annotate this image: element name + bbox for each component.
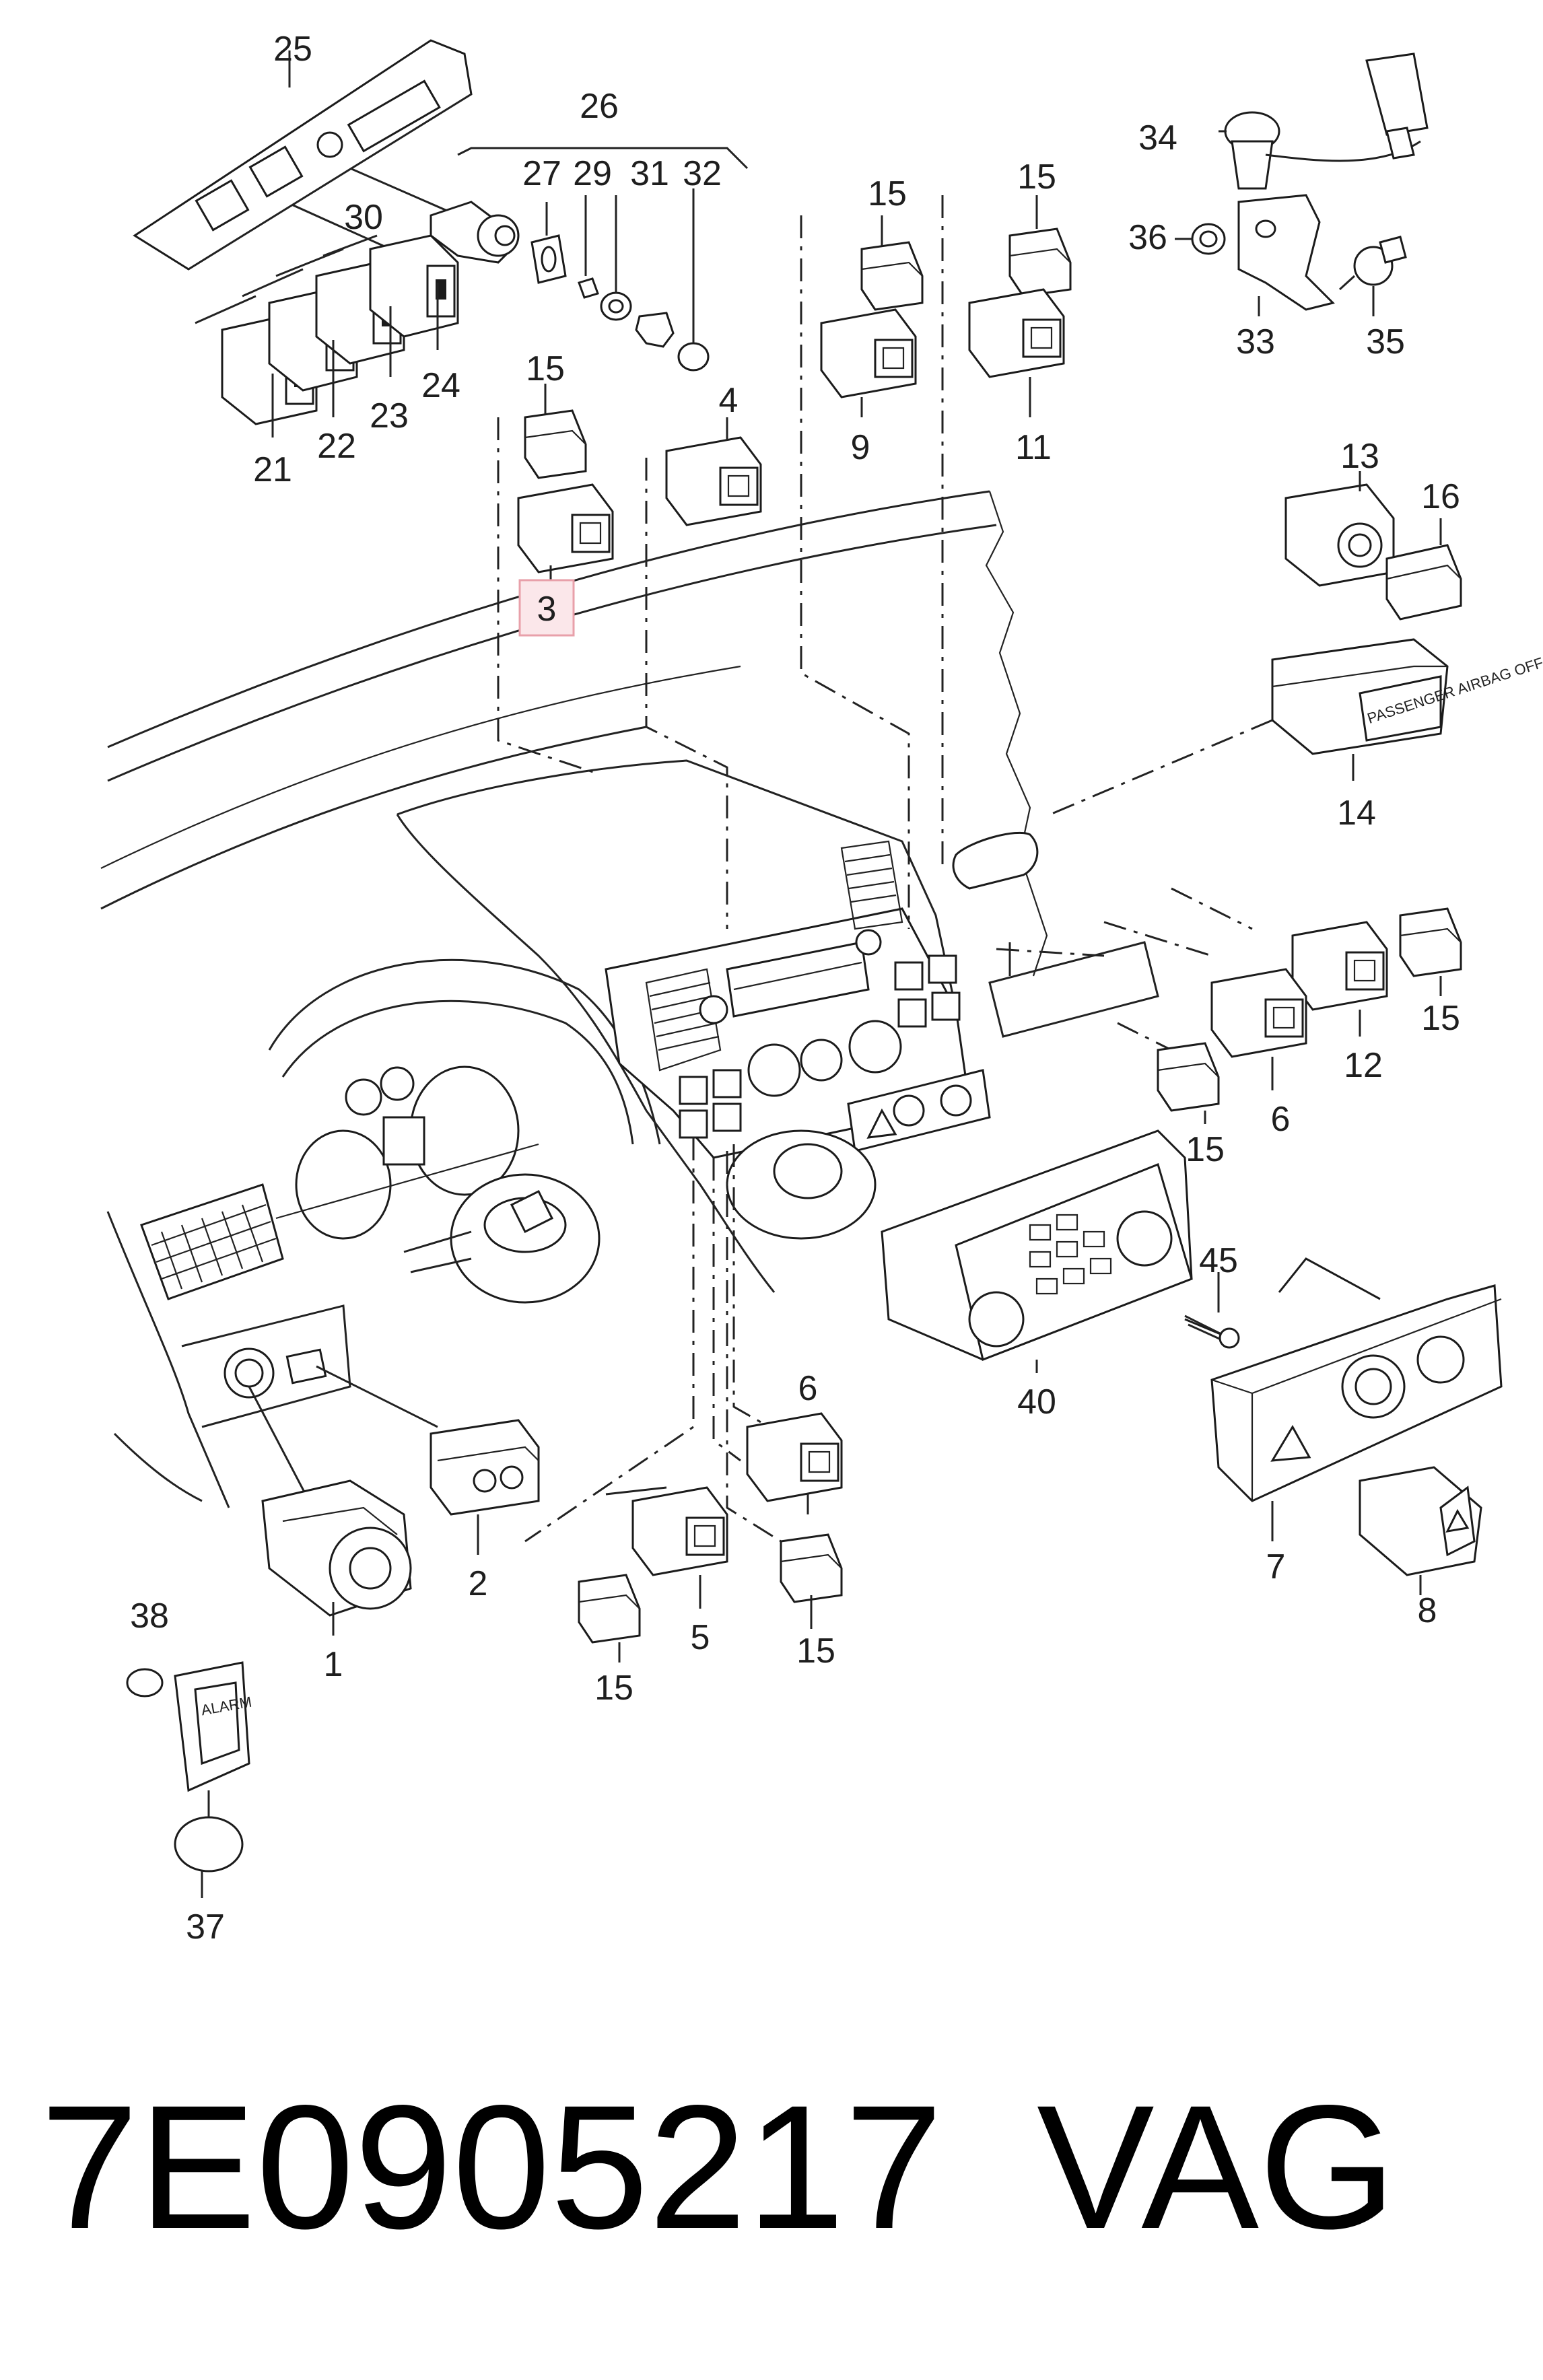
part-36-grommet bbox=[1191, 223, 1226, 255]
part-35-clip bbox=[1338, 236, 1407, 291]
part-6-switch-upper bbox=[1210, 968, 1307, 1058]
callout-23: 23 bbox=[370, 396, 409, 435]
part-15-blank-cover-e bbox=[1157, 1042, 1220, 1112]
callout-33: 33 bbox=[1236, 322, 1275, 361]
callout-9: 9 bbox=[851, 428, 870, 467]
part-31-ring bbox=[600, 291, 632, 321]
callout-13: 13 bbox=[1340, 437, 1379, 476]
part-4-switch bbox=[665, 436, 762, 526]
callout-27: 27 bbox=[522, 154, 561, 193]
callout-15-d: 15 bbox=[1421, 999, 1460, 1038]
callout-2: 2 bbox=[469, 1564, 488, 1603]
part-9-switch bbox=[820, 308, 917, 398]
callout-leaders bbox=[201, 50, 1442, 1898]
part-32-cap bbox=[635, 312, 710, 372]
part-45-screw bbox=[1184, 1315, 1240, 1349]
callout-6-a: 6 bbox=[1271, 1100, 1291, 1139]
part-14-airbag-indicator bbox=[1271, 638, 1449, 755]
callout-34: 34 bbox=[1138, 118, 1177, 158]
part-40-climate-control bbox=[881, 1129, 1193, 1362]
part-15-blank-cover-b bbox=[860, 241, 924, 311]
part-26-interior-light bbox=[430, 201, 520, 264]
callout-6-b: 6 bbox=[798, 1369, 818, 1408]
callout-11: 11 bbox=[1015, 428, 1052, 467]
callout-25: 25 bbox=[273, 30, 312, 69]
part-25-overhead-panel bbox=[133, 39, 473, 271]
callout-5: 5 bbox=[691, 1618, 710, 1657]
part-13-socket bbox=[1284, 483, 1395, 587]
callout-15-a: 15 bbox=[526, 349, 565, 388]
footer-part-info: 7E0905217 VAG bbox=[40, 2060, 1508, 2275]
part-number: 7E0905217 bbox=[40, 2068, 943, 2266]
part-34-bulb-holder bbox=[1224, 53, 1429, 190]
callout-15-c: 15 bbox=[1017, 158, 1056, 197]
callout-15-e: 15 bbox=[1186, 1130, 1225, 1169]
callout-31: 31 bbox=[630, 154, 669, 193]
callout-1: 1 bbox=[324, 1645, 343, 1684]
part-3-switch bbox=[517, 483, 614, 573]
callout-38: 38 bbox=[130, 1597, 169, 1636]
callout-15-g: 15 bbox=[594, 1669, 633, 1708]
callout-8: 8 bbox=[1418, 1591, 1437, 1630]
callout-26: 26 bbox=[580, 87, 619, 126]
part-15-blank-cover-a bbox=[524, 409, 587, 479]
callout-30: 30 bbox=[344, 198, 383, 237]
part-24-switch bbox=[369, 234, 459, 338]
part-16-cover bbox=[1385, 544, 1462, 621]
part-15-blank-cover-c bbox=[1008, 228, 1072, 298]
callout-24: 24 bbox=[421, 366, 460, 405]
part-29-bulb bbox=[578, 277, 599, 299]
callout-21: 21 bbox=[253, 450, 292, 489]
part-7-light-switch-panel bbox=[1210, 1257, 1503, 1502]
callout-15-b: 15 bbox=[868, 174, 907, 213]
callout-40: 40 bbox=[1017, 1382, 1056, 1422]
callout-36: 36 bbox=[1128, 218, 1167, 257]
callout-16: 16 bbox=[1421, 477, 1460, 516]
callout-35: 35 bbox=[1366, 322, 1405, 361]
callout-12: 12 bbox=[1344, 1046, 1383, 1085]
part-37-key-fob bbox=[174, 1661, 250, 1873]
part-33-bracket bbox=[1237, 194, 1335, 311]
part-15-blank-cover-d bbox=[1399, 907, 1462, 977]
callout-32: 32 bbox=[683, 154, 722, 193]
callout-4: 4 bbox=[719, 381, 739, 420]
leader-lines bbox=[195, 147, 1273, 1543]
callout-37: 37 bbox=[186, 1908, 225, 1947]
callout-7: 7 bbox=[1266, 1547, 1286, 1586]
callout-3-highlight bbox=[518, 579, 575, 637]
brand-name: VAG bbox=[1037, 2068, 1396, 2266]
callout-14: 14 bbox=[1337, 794, 1376, 833]
callout-15-f: 15 bbox=[796, 1632, 835, 1671]
callout-22: 22 bbox=[317, 427, 356, 466]
part-8-hazard-switch bbox=[1359, 1466, 1482, 1576]
callout-45: 45 bbox=[1199, 1241, 1238, 1280]
callout-3: 3 bbox=[537, 590, 557, 629]
part-27-gasket bbox=[530, 234, 567, 284]
part-38-battery bbox=[126, 1668, 164, 1698]
part-2-switch-unit bbox=[430, 1419, 540, 1516]
part-6-switch-lower bbox=[746, 1412, 843, 1502]
callout-labels: 25 26 27 29 31 32 30 24 23 22 21 15 3 4 … bbox=[130, 30, 1460, 1947]
part-15-blank-cover-f bbox=[578, 1574, 641, 1644]
part-1-headlight-switch bbox=[261, 1479, 412, 1617]
dashboard-outline bbox=[100, 490, 1159, 1508]
part-15-blank-cover-g bbox=[780, 1533, 843, 1603]
part-5-switch bbox=[631, 1486, 728, 1576]
callout-29: 29 bbox=[573, 154, 612, 193]
part-11-switch bbox=[968, 288, 1065, 378]
